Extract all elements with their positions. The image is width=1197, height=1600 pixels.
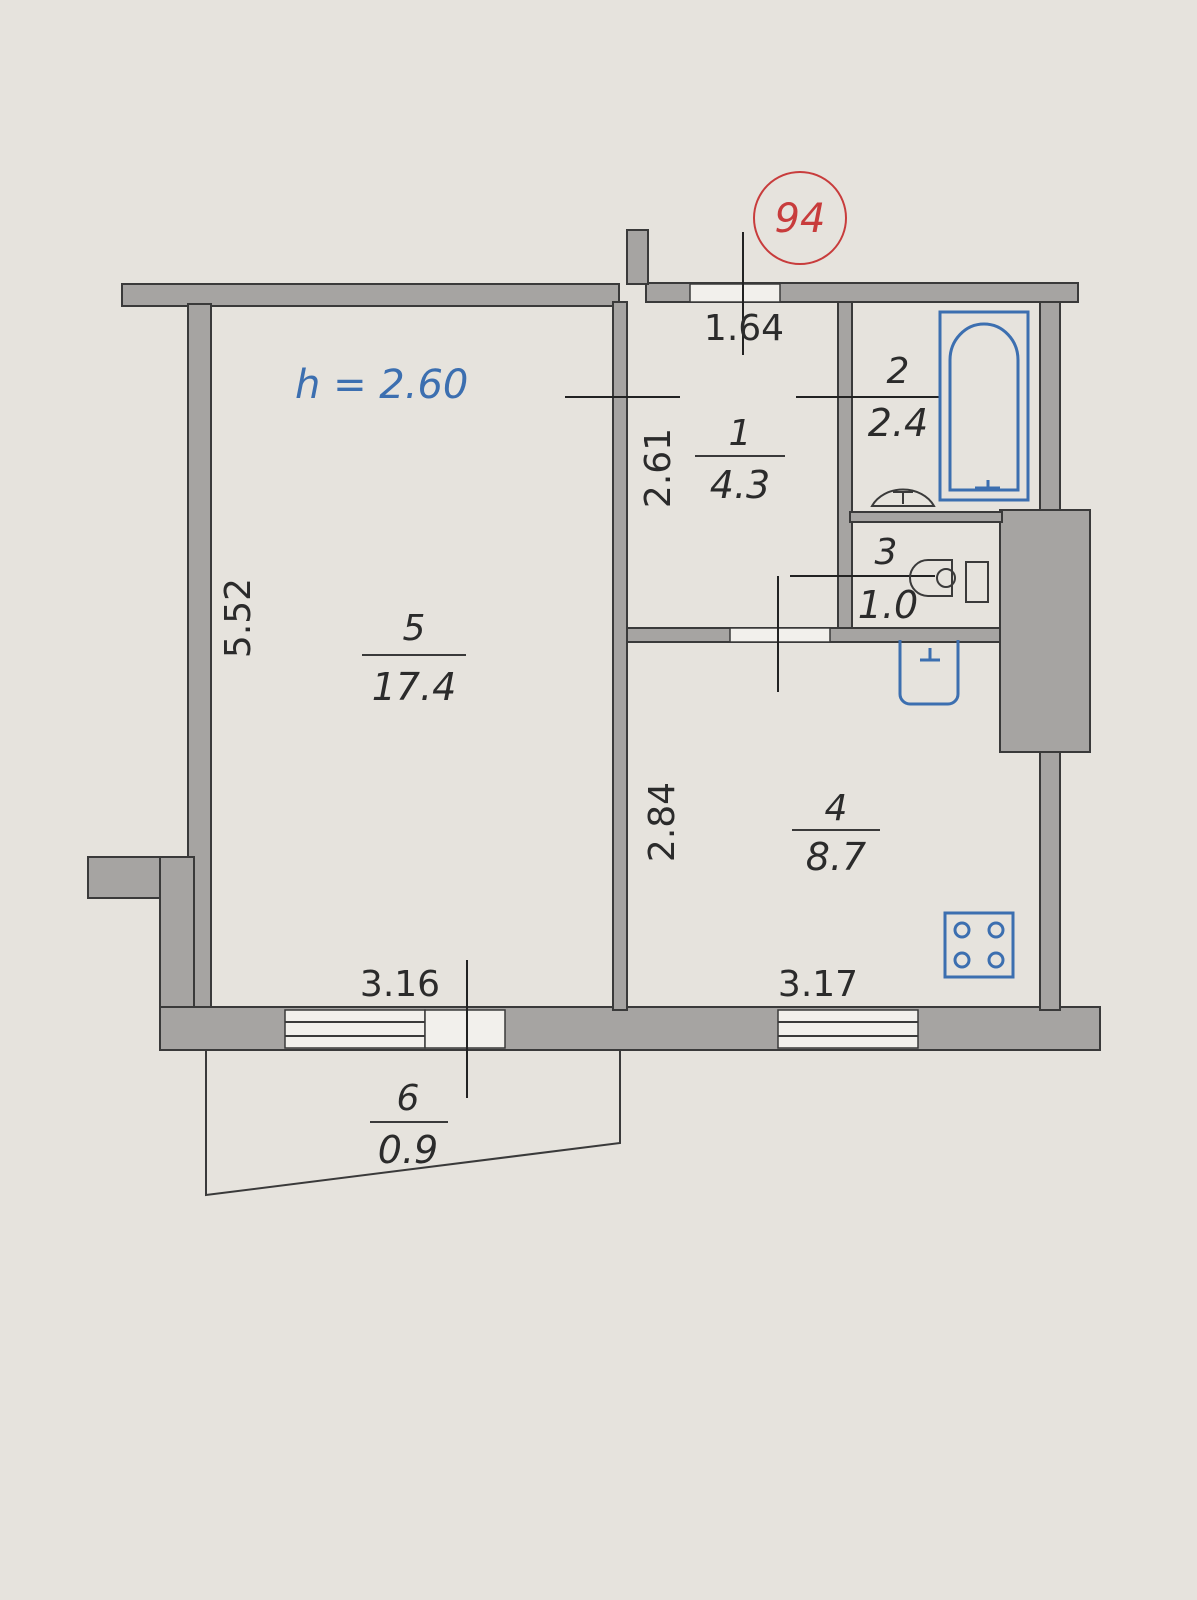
room-2-number: 2 [887,351,910,392]
partition-bath-wc [849,511,1003,523]
partition-hall-bath [837,301,853,639]
balcony-outline [205,1049,621,1197]
riser-stub [626,229,649,285]
room-1-area: 4.3 [710,463,770,507]
hall-depth-dimension: 2.61 [638,428,679,508]
bathtub-icon [938,310,1030,502]
room-2-area: 2.4 [868,401,928,445]
living-width-dimension: 3.16 [360,964,440,1005]
hand-basin-icon [870,488,936,507]
apartment-stamp [753,171,847,265]
windows [284,283,919,1049]
kitchen-width-dimension: 3.17 [778,964,858,1005]
room-6-number: 6 [397,1078,420,1119]
hall-door-opening [689,283,781,303]
partition-living-hall [612,301,628,1011]
left-wall-bump [87,856,167,899]
hall-width-dimension: 1.64 [704,308,784,349]
right-wall-upper [1039,301,1061,513]
room-1-number: 1 [729,413,752,454]
room-5-area: 17.4 [372,665,457,709]
kitchen-depth-dimension: 2.84 [642,782,683,862]
balcony-door [424,1009,506,1049]
right-wall-lower [1039,749,1061,1011]
living-depth-dimension: 5.52 [218,578,259,658]
fixtures [898,310,1030,979]
room-5-number: 5 [403,608,426,649]
top-wall-left [121,283,620,307]
kitchen-window [777,1009,919,1049]
kitchen-door-opening [729,627,831,643]
apartment-number: 94 [775,196,826,242]
ventilation-shaft [999,509,1091,753]
stove-icon [943,911,1015,979]
room-labels: 1 4.3 2 2.4 3 1.0 4 8.7 5 17.4 6 0.9 [362,351,928,1172]
living-window [284,1009,426,1049]
room-6-area: 0.9 [378,1128,438,1172]
room-3-area: 1.0 [858,583,918,627]
dimension-labels: 1.64 2.61 5.52 2.84 3.16 3.17 [218,308,858,1005]
room-4-area: 8.7 [806,835,866,879]
sink-icon [898,640,960,706]
room-4-number: 4 [825,788,848,829]
section-marks [466,232,940,1098]
sanitary [870,488,989,603]
room-3-number: 3 [875,532,898,573]
toilet-icon [909,559,953,597]
ceiling-height: h = 2.60 [295,362,468,408]
